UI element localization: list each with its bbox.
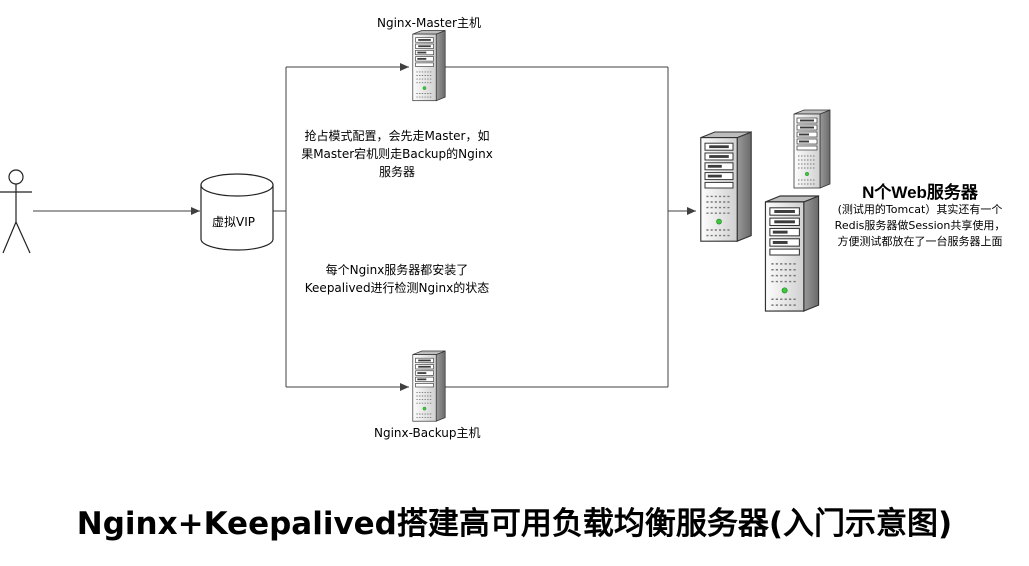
web-server-large-icon (764, 195, 820, 312)
web-server-main-icon (700, 131, 752, 242)
web-servers-desc: (测试用的Tomcat）其实还有一个 Redis服务器做Session共享使用，… (812, 202, 1028, 250)
preempt-note-line: 服务器 (378, 165, 415, 179)
backup-server-icon (412, 350, 446, 422)
master-server-icon (412, 30, 446, 102)
web-desc-line: 方便测试都放在了一台服务器上面 (837, 235, 1003, 248)
keepalived-note-line: Keepalived进行检测Nginx的状态 (304, 281, 490, 295)
preempt-note-line: 果Master宕机则走Backup的Nginx (301, 147, 493, 161)
web-desc-line: Redis服务器做Session共享使用， (834, 219, 1006, 232)
web-desc-line: (测试用的Tomcat）其实还有一个 (837, 203, 1003, 216)
page-title: Nginx+Keepalived搭建高可用负载均衡服务器(入门示意图) (76, 506, 953, 542)
connector-lines (273, 63, 696, 391)
master-label: Nginx-Master主机 (377, 16, 481, 30)
web-servers-title: N个Web服务器 (862, 183, 978, 202)
preempt-note: 抢占模式配置，会先走Master，如 果Master宕机则走Backup的Ngi… (290, 127, 504, 181)
preempt-note-line: 抢占模式配置，会先走Master，如 (304, 129, 490, 143)
vip-label: 虚拟VIP (212, 215, 255, 229)
web-server-small-icon (793, 109, 831, 189)
keepalived-note: 每个Nginx服务器都安装了 Keepalived进行检测Nginx的状态 (290, 261, 504, 297)
backup-label: Nginx-Backup主机 (374, 426, 481, 440)
user-actor-icon (0, 169, 32, 254)
keepalived-note-line: 每个Nginx服务器都安装了 (325, 263, 469, 277)
database-cylinder-icon (200, 173, 274, 251)
